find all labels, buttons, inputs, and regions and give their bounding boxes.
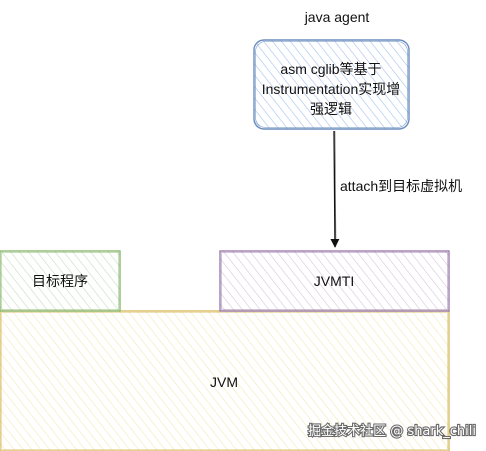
java-agent-box: asm cglib等基于 Instrumentation实现增 强逻辑 [253, 39, 410, 130]
jvmti-label: JVMTI [314, 273, 354, 289]
jvm-box: JVM [0, 310, 450, 451]
jvmti-box: JVMTI [219, 250, 450, 312]
attach-arrow [330, 130, 340, 248]
jvm-label: JVM [210, 374, 238, 390]
agent-box-line-1: asm cglib等基于 [280, 61, 381, 77]
watermark: 掘金技术社区 @ shark_chili [308, 423, 476, 439]
target-program-label: 目标程序 [32, 273, 88, 289]
attach-arrow-label: attach到目标虚拟机 [340, 178, 462, 194]
agent-box-line-2: Instrumentation实现增 [262, 81, 401, 97]
target-program-box: 目标程序 [0, 250, 121, 312]
agent-box-line-3: 强逻辑 [310, 101, 352, 117]
diagram-title: java agent [304, 9, 370, 25]
